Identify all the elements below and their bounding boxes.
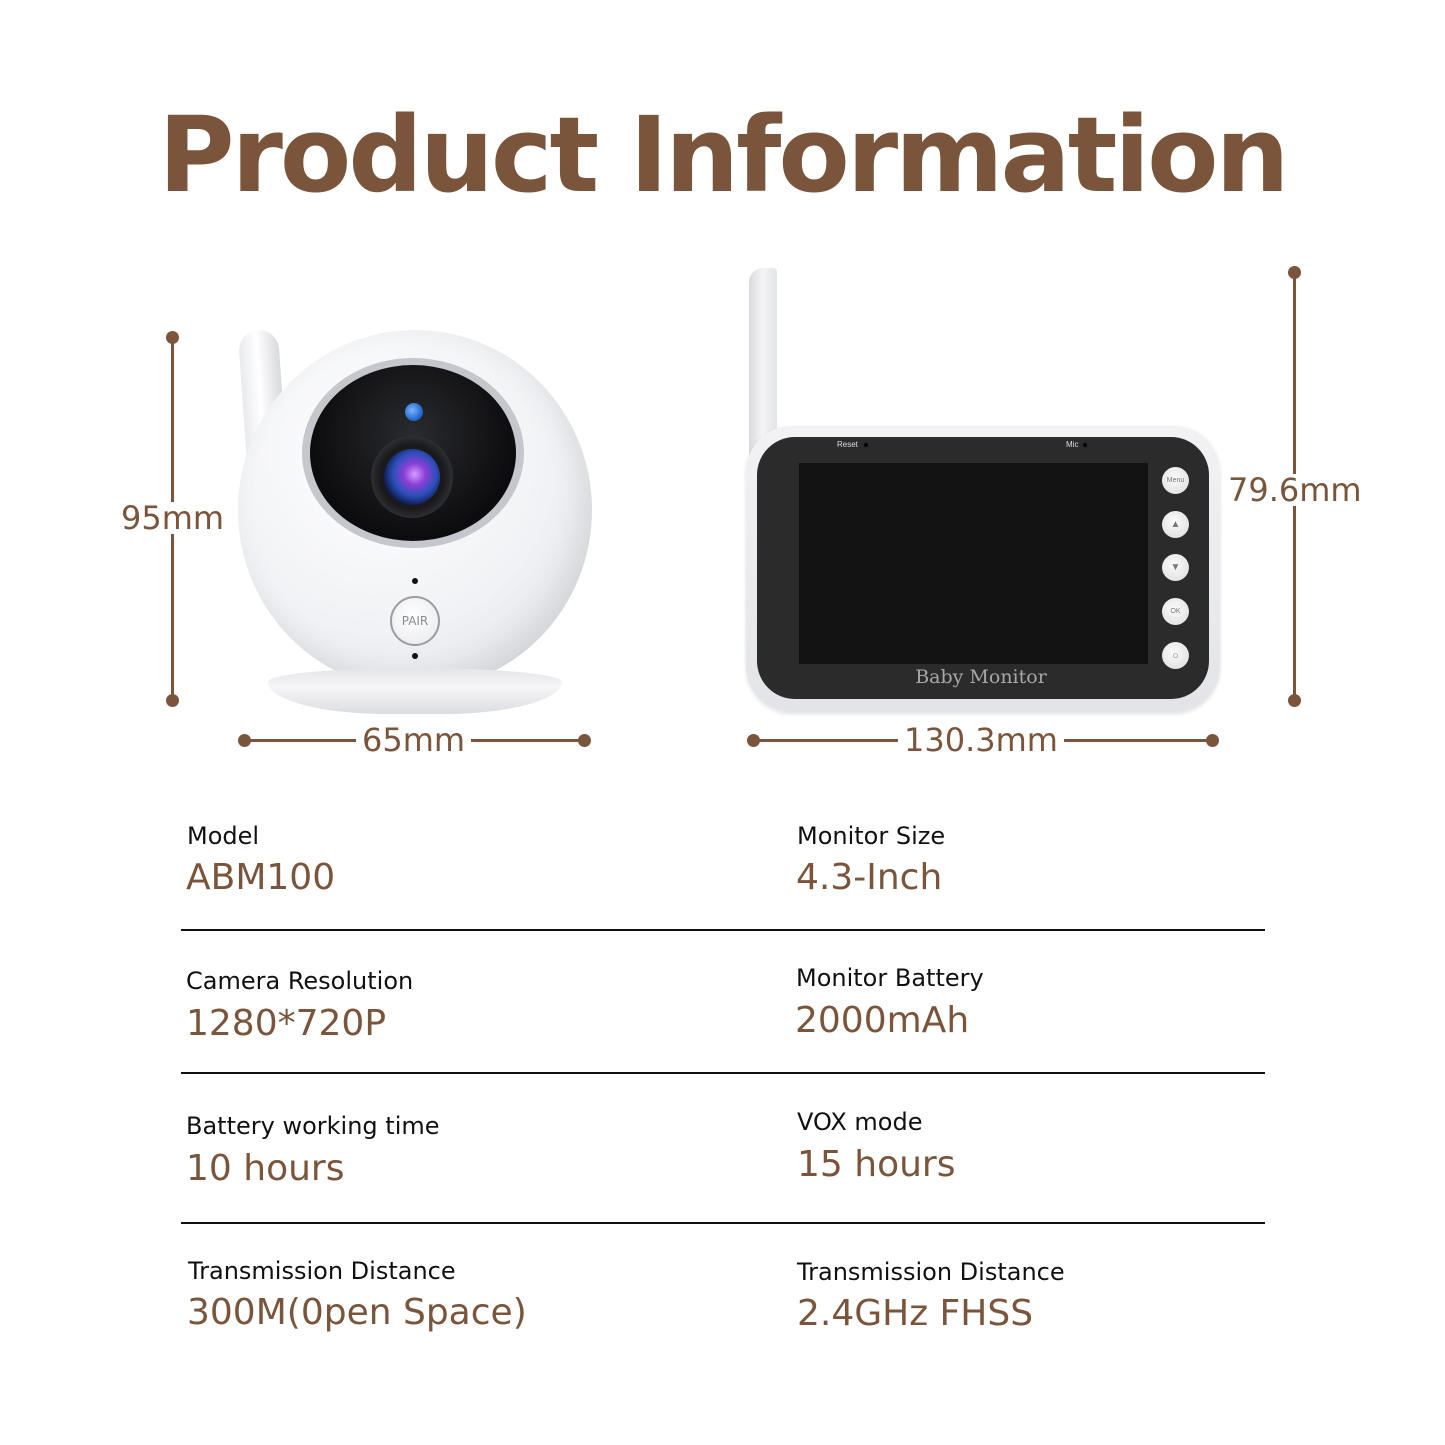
page-title: Product Information [158, 94, 1289, 216]
ir-sensor-icon [405, 403, 423, 421]
camera-width-label: 65mm [356, 724, 472, 756]
microphone-dot [412, 653, 418, 659]
monitor-brand-text: Baby Monitor [915, 666, 1047, 688]
spec-label-battery-working-time: Battery working time [186, 1112, 440, 1140]
row-divider [181, 1222, 1265, 1224]
reset-hole-icon [864, 443, 868, 447]
monitor-height-label: 79.6mm [1222, 474, 1368, 506]
power-icon: ○ [1172, 649, 1179, 662]
pair-button-label: PAIR [401, 614, 429, 628]
indicator-dot [412, 578, 418, 584]
monitor-width-label: 130.3mm [898, 724, 1064, 756]
spec-label-transmission-distance: Transmission Distance [188, 1257, 456, 1285]
spec-label-monitor-battery: Monitor Battery [796, 964, 984, 992]
spec-label-model: Model [187, 822, 260, 850]
spec-label-transmission-frequency: Transmission Distance [797, 1258, 1065, 1286]
spec-value-transmission-distance: 300M(0pen Space) [187, 1292, 527, 1333]
mic-label: Mic [1066, 440, 1079, 449]
pair-button: PAIR [390, 596, 440, 646]
menu-button-label: Menu [1166, 477, 1185, 484]
mic-hole-icon [1083, 443, 1087, 447]
power-button: ○ [1162, 642, 1189, 669]
up-button: ▲ [1162, 511, 1189, 538]
spec-label-camera-resolution: Camera Resolution [186, 967, 414, 995]
camera-lens-icon [384, 449, 440, 505]
up-arrow-icon: ▲ [1170, 519, 1181, 530]
dimension-endpoint-dot [1288, 694, 1301, 707]
ok-button-label: OK [1170, 608, 1181, 615]
spec-label-vox-mode: VOX mode [797, 1108, 923, 1136]
spec-value-battery-working-time: 10 hours [186, 1148, 345, 1189]
monitor-antenna [749, 268, 777, 458]
monitor-screen [799, 463, 1148, 664]
spec-value-transmission-frequency: 2.4GHz FHSS [797, 1293, 1034, 1334]
reset-label: Reset [837, 440, 858, 449]
dimension-endpoint-dot [578, 734, 591, 747]
row-divider [181, 1072, 1265, 1074]
spec-value-vox-mode: 15 hours [797, 1144, 956, 1185]
spec-value-monitor-battery: 2000mAh [795, 1000, 970, 1041]
row-divider [181, 929, 1265, 931]
spec-label-monitor-size: Monitor Size [797, 822, 946, 850]
ok-button: OK [1162, 598, 1189, 625]
spec-value-monitor-size: 4.3-Inch [796, 857, 943, 898]
down-arrow-icon: ▼ [1170, 562, 1181, 573]
menu-button: Menu [1162, 467, 1189, 494]
spec-value-camera-resolution: 1280*720P [186, 1003, 387, 1044]
down-button: ▼ [1162, 554, 1189, 581]
spec-value-model: ABM100 [186, 857, 336, 898]
dimension-endpoint-dot [166, 694, 179, 707]
dimension-endpoint-dot [1206, 734, 1219, 747]
camera-base [268, 668, 562, 714]
camera-height-label: 95mm [115, 502, 231, 534]
